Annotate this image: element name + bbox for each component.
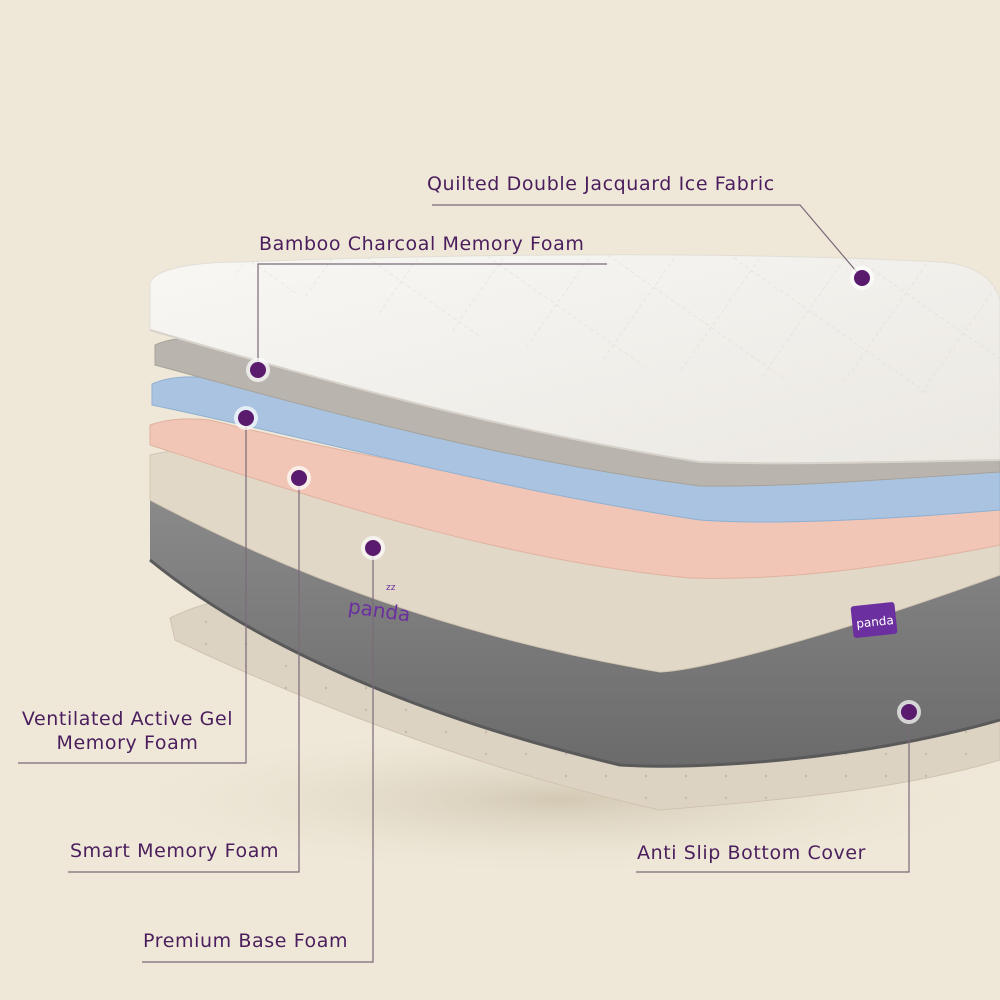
leader-smart	[68, 478, 300, 873]
label-gel-line1: Ventilated Active Gel	[21, 708, 234, 730]
leader-anti-slip	[636, 712, 910, 873]
marker-anti-slip	[897, 700, 921, 724]
marker-quilted	[850, 266, 874, 290]
leader-gel	[18, 418, 247, 764]
label-quilted-fabric: Quilted Double Jacquard Ice Fabric	[427, 173, 775, 195]
marker-bamboo	[246, 358, 270, 382]
label-bamboo-charcoal: Bamboo Charcoal Memory Foam	[259, 233, 585, 255]
marker-base	[361, 536, 385, 560]
brand-logo-tag: panda	[850, 602, 898, 638]
layer-markers	[234, 266, 921, 724]
marker-gel	[234, 406, 258, 430]
label-gel-memory-foam: Ventilated Active Gel Memory Foam	[10, 707, 245, 755]
label-anti-slip-cover: Anti Slip Bottom Cover	[637, 842, 867, 864]
leader-base	[142, 548, 374, 963]
leader-quilted	[432, 204, 863, 279]
leader-lines	[18, 204, 910, 963]
brand-tag-name: panda	[856, 613, 895, 631]
label-smart-memory-foam: Smart Memory Foam	[70, 840, 280, 862]
label-gel-line2: Memory Foam	[56, 732, 199, 754]
marker-smart	[287, 466, 311, 490]
brand-sleep-mark: zz	[386, 583, 396, 593]
leader-bamboo	[257, 263, 607, 370]
label-premium-base-foam: Premium Base Foam	[143, 930, 349, 952]
